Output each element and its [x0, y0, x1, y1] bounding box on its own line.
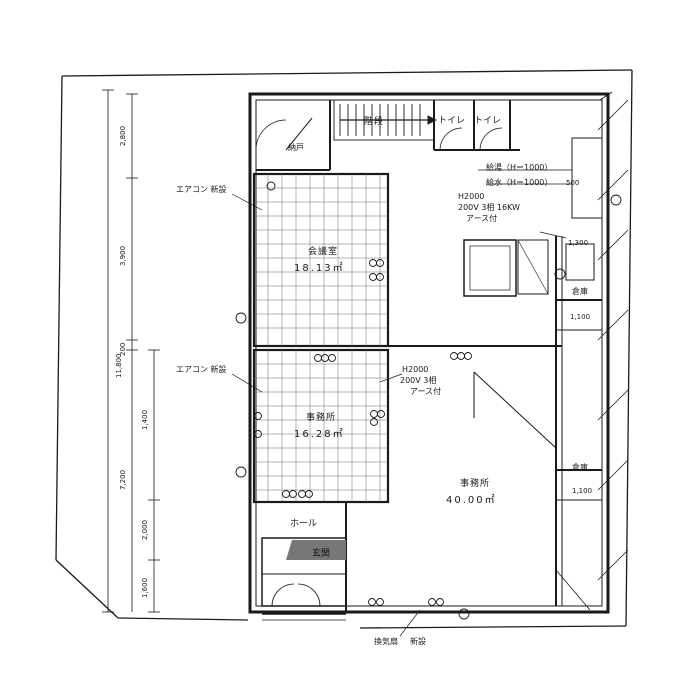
dimension-11800: 11,800: [115, 353, 123, 379]
room-label-office-main: 事務所: [460, 479, 491, 489]
storage-1-dimension: 1,100: [570, 313, 591, 321]
center-office-hatch: [252, 348, 390, 504]
dimension-2800: 2,800: [119, 125, 127, 146]
power-code-2: H2000: [402, 365, 429, 374]
dim-1300-label: 1,300: [568, 239, 589, 247]
dimension-2000: 2,000: [141, 519, 149, 540]
power-spec-2: 200V 3相: [400, 376, 437, 385]
staircase-symbol: [333, 99, 438, 141]
hot-water-annotation: 給湯（H＝1000）: [486, 163, 553, 172]
room-area-meeting: 18.13㎡: [294, 263, 345, 274]
dimension-1400: 1,400: [141, 409, 149, 430]
dimension-3900: 3,900: [119, 245, 127, 266]
earth-annotation-2: アース付: [410, 387, 442, 396]
dimension-200: 200: [119, 342, 127, 356]
room-area-office-main: 40.00㎡: [446, 495, 497, 506]
meeting-room-hatch: [252, 172, 390, 348]
storage-2-dimension: 1,100: [572, 487, 593, 495]
entrance-area: [261, 537, 347, 621]
site-boundary: [55, 69, 633, 629]
utility-block: [463, 137, 603, 297]
room-label-closet: 納戸: [288, 143, 304, 152]
dim-500-label: 500: [566, 179, 580, 187]
dimension-lines: [102, 89, 160, 613]
exterior-hatching: [555, 99, 629, 611]
dimension-1600: 1,600: [141, 577, 149, 598]
power-code-1: H2000: [458, 192, 485, 201]
vent-fan-new-label: 新設: [410, 637, 426, 646]
room-label-meeting: 会議室: [308, 247, 339, 257]
dimension-7200: 7,200: [119, 469, 127, 490]
room-label-hall: ホール: [290, 519, 318, 529]
building-walls: [248, 91, 613, 614]
room-label-toilet-2: トイレ: [474, 116, 502, 126]
room-label-office-center: 事務所: [306, 413, 337, 423]
closet-partition: [255, 100, 331, 171]
ac-new-annotation-1: エアコン 新設: [176, 185, 227, 194]
room-label-entrance: 玄関: [312, 549, 331, 559]
main-office-fixture: [473, 371, 557, 449]
room-label-toilet-1: トイレ: [438, 116, 466, 126]
earth-annotation-1: アース付: [466, 214, 498, 223]
outlet-symbols: [235, 181, 622, 620]
power-spec-1: 200V 3相 16KW: [458, 203, 520, 212]
room-label-staircase: 階段: [364, 117, 385, 127]
room-area-office-center: 16.28㎡: [294, 429, 345, 440]
toilet-partitions: [433, 100, 520, 151]
water-supply-annotation: 給水（H＝1000）: [486, 178, 553, 187]
room-label-storage-1: 倉庫: [572, 287, 588, 296]
room-label-storage-2: 倉庫: [572, 463, 588, 472]
ac-new-annotation-2: エアコン 新設: [176, 365, 227, 374]
vent-fan-label: 換気扇: [374, 637, 398, 646]
leader-lines: [231, 169, 572, 637]
